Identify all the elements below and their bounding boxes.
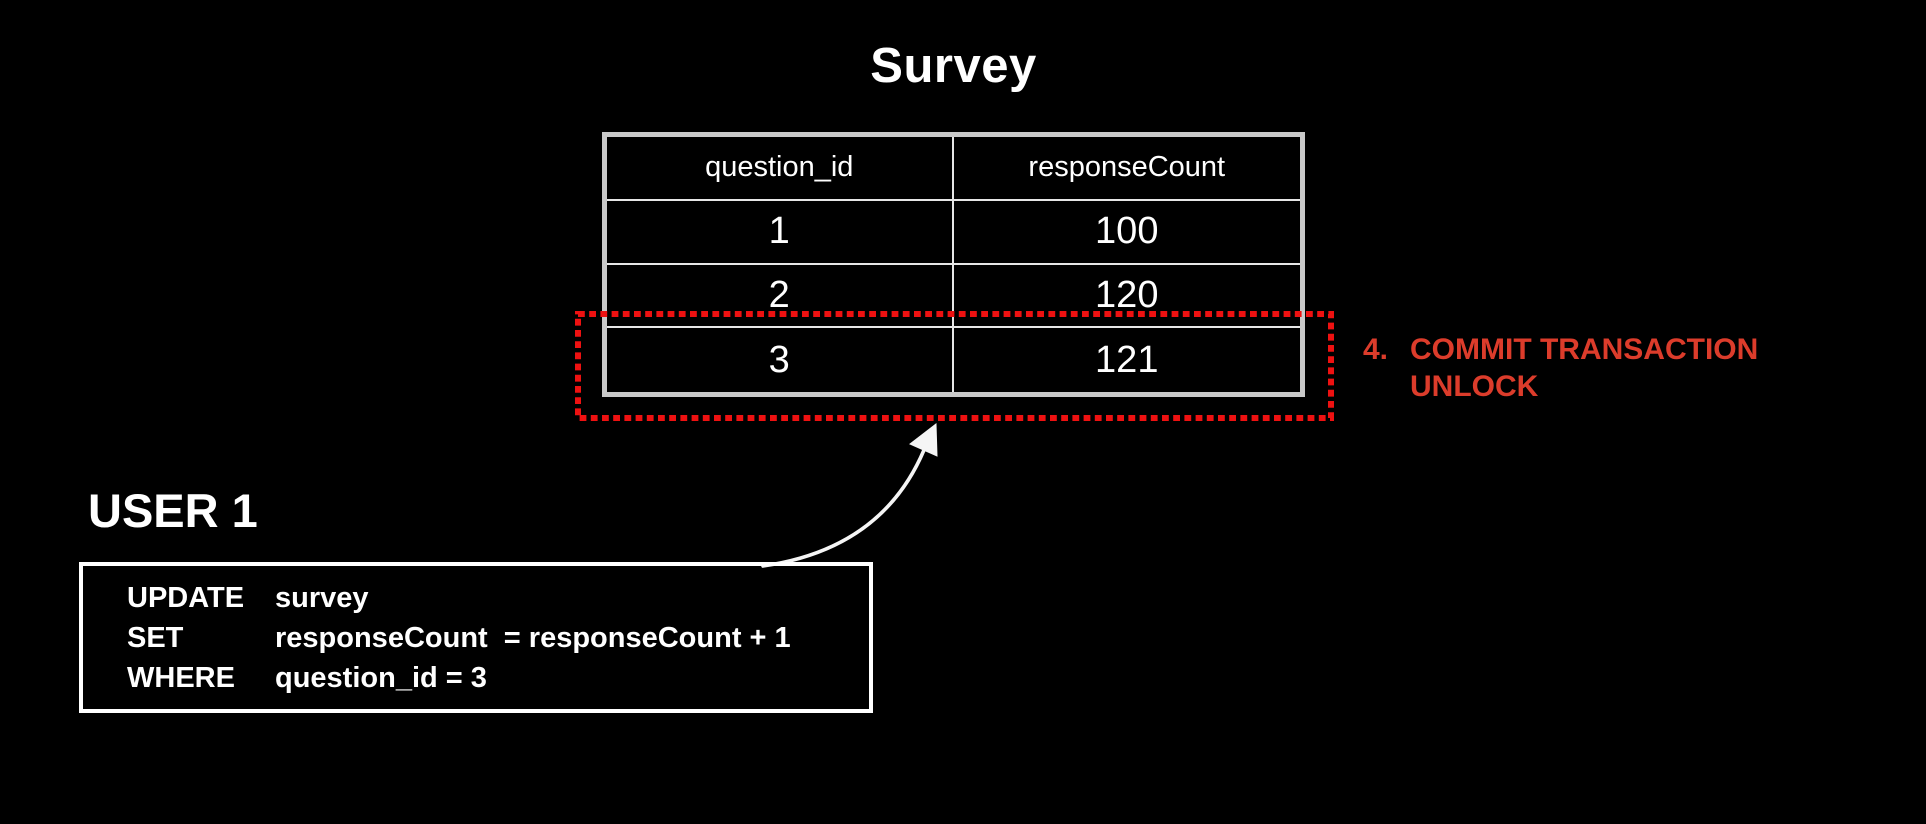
- table-cell-row2-responseCount: 120: [953, 265, 1300, 329]
- survey-table: question_id responseCount 1 100 2 120 3 …: [602, 132, 1305, 397]
- commit-annotation: 4. COMMIT TRANSACTION UNLOCK: [1363, 331, 1758, 405]
- annotation-text: COMMIT TRANSACTION UNLOCK: [1410, 331, 1758, 405]
- annotation-line-unlock: UNLOCK: [1410, 370, 1539, 403]
- arrowhead-icon: [909, 423, 938, 457]
- sql-statement-box: UPDATE survey SET responseCount = respon…: [79, 562, 873, 713]
- curved-arrow: [761, 448, 926, 568]
- sql-keyword-where: WHERE: [127, 662, 235, 694]
- table-cell-row3-responseCount: 121: [1095, 338, 1159, 381]
- table-cell-row3-question-id: 3: [607, 328, 954, 392]
- sql-keyword-set: SET: [127, 622, 184, 654]
- table-title: Survey: [870, 39, 1037, 93]
- table-cell-row2-question-id: 2: [607, 264, 954, 329]
- column-header-question-id: question_id: [607, 137, 954, 201]
- annotation-step-number: 4.: [1363, 333, 1389, 366]
- column-header-responseCount: responseCount: [953, 137, 1300, 201]
- annotation-line-commit-transaction: COMMIT TRANSACTION: [1410, 333, 1759, 366]
- sql-line-where: WHERE question_id = 3: [127, 658, 869, 698]
- table-cell-row1-responseCount: 100: [953, 201, 1300, 265]
- table-cell-row1-question-id: 1: [607, 200, 954, 265]
- sql-where-condition: question_id = 3: [275, 662, 487, 694]
- sql-line-set: SET responseCount = responseCount + 1: [127, 618, 869, 658]
- sql-keyword-update: UPDATE: [127, 582, 245, 614]
- sql-update-target: survey: [275, 582, 369, 614]
- sql-set-expression: responseCount = responseCount + 1: [275, 622, 791, 654]
- user1-label: USER 1: [88, 484, 258, 537]
- sql-line-update: UPDATE survey: [127, 578, 869, 618]
